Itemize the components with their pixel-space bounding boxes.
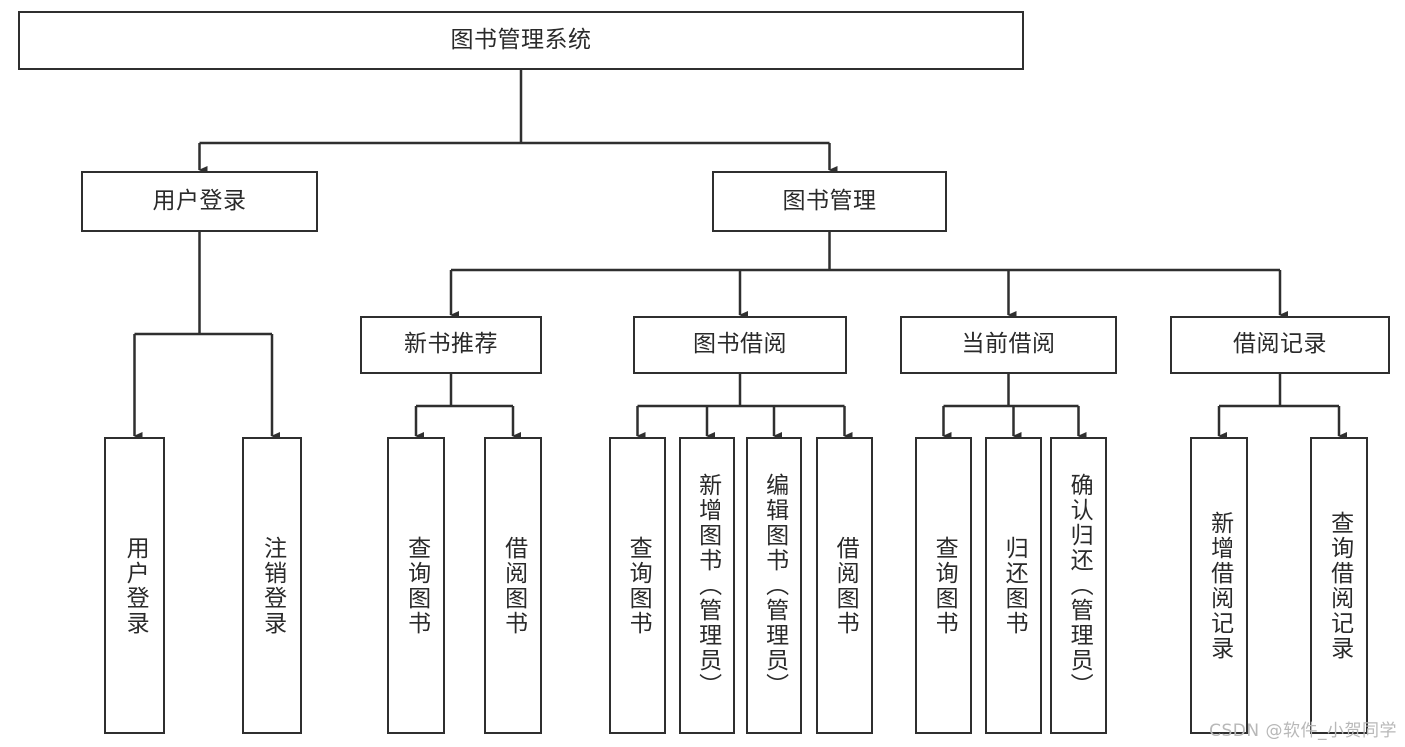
node-label: 查询图书 xyxy=(403,535,430,636)
node-label: 查询图书 xyxy=(625,535,652,636)
node-l1_1[interactable]: 图书管理 xyxy=(712,171,947,232)
node-label: 用户登录 xyxy=(152,187,247,214)
node-root[interactable]: 图书管理系统 xyxy=(18,11,1024,70)
node-l2_3[interactable]: 借阅记录 xyxy=(1170,316,1390,374)
node-label: 查询图书 xyxy=(931,535,958,636)
node-label: 归还图书 xyxy=(1001,535,1028,636)
node-label: 新增借阅记录 xyxy=(1206,510,1233,661)
node-label: 编辑图书（管理员） xyxy=(761,473,788,698)
node-label: 借阅图书 xyxy=(832,535,859,636)
node-leaf_12[interactable]: 查询借阅记录 xyxy=(1310,437,1368,734)
node-label: 图书借阅 xyxy=(693,331,787,358)
node-l2_1[interactable]: 图书借阅 xyxy=(633,316,847,374)
node-label: 借阅图书 xyxy=(500,535,527,636)
node-leaf_10[interactable]: 确认归还（管理员） xyxy=(1050,437,1107,734)
node-leaf_5[interactable]: 新增图书（管理员） xyxy=(679,437,735,734)
node-label: 用户登录 xyxy=(122,535,149,636)
node-leaf_0[interactable]: 用户登录 xyxy=(104,437,165,734)
node-l2_2[interactable]: 当前借阅 xyxy=(900,316,1117,374)
node-l1_0[interactable]: 用户登录 xyxy=(81,171,318,232)
node-leaf_11[interactable]: 新增借阅记录 xyxy=(1190,437,1248,734)
node-label: 确认归还（管理员） xyxy=(1066,473,1093,698)
node-leaf_8[interactable]: 查询图书 xyxy=(915,437,972,734)
node-label: 新增图书（管理员） xyxy=(694,473,721,698)
node-leaf_6[interactable]: 编辑图书（管理员） xyxy=(746,437,802,734)
node-leaf_9[interactable]: 归还图书 xyxy=(985,437,1042,734)
node-leaf_4[interactable]: 查询图书 xyxy=(609,437,666,734)
node-leaf_7[interactable]: 借阅图书 xyxy=(816,437,873,734)
node-label: 借阅记录 xyxy=(1233,331,1327,358)
node-label: 注销登录 xyxy=(259,535,286,636)
node-l2_0[interactable]: 新书推荐 xyxy=(360,316,542,374)
node-label: 当前借阅 xyxy=(961,331,1056,358)
node-label: 图书管理 xyxy=(782,187,877,214)
node-label: 查询借阅记录 xyxy=(1326,510,1353,661)
node-leaf_1[interactable]: 注销登录 xyxy=(242,437,302,734)
node-label: 图书管理系统 xyxy=(450,26,592,53)
node-label: 新书推荐 xyxy=(404,331,498,358)
node-leaf_3[interactable]: 借阅图书 xyxy=(484,437,542,734)
node-leaf_2[interactable]: 查询图书 xyxy=(387,437,445,734)
